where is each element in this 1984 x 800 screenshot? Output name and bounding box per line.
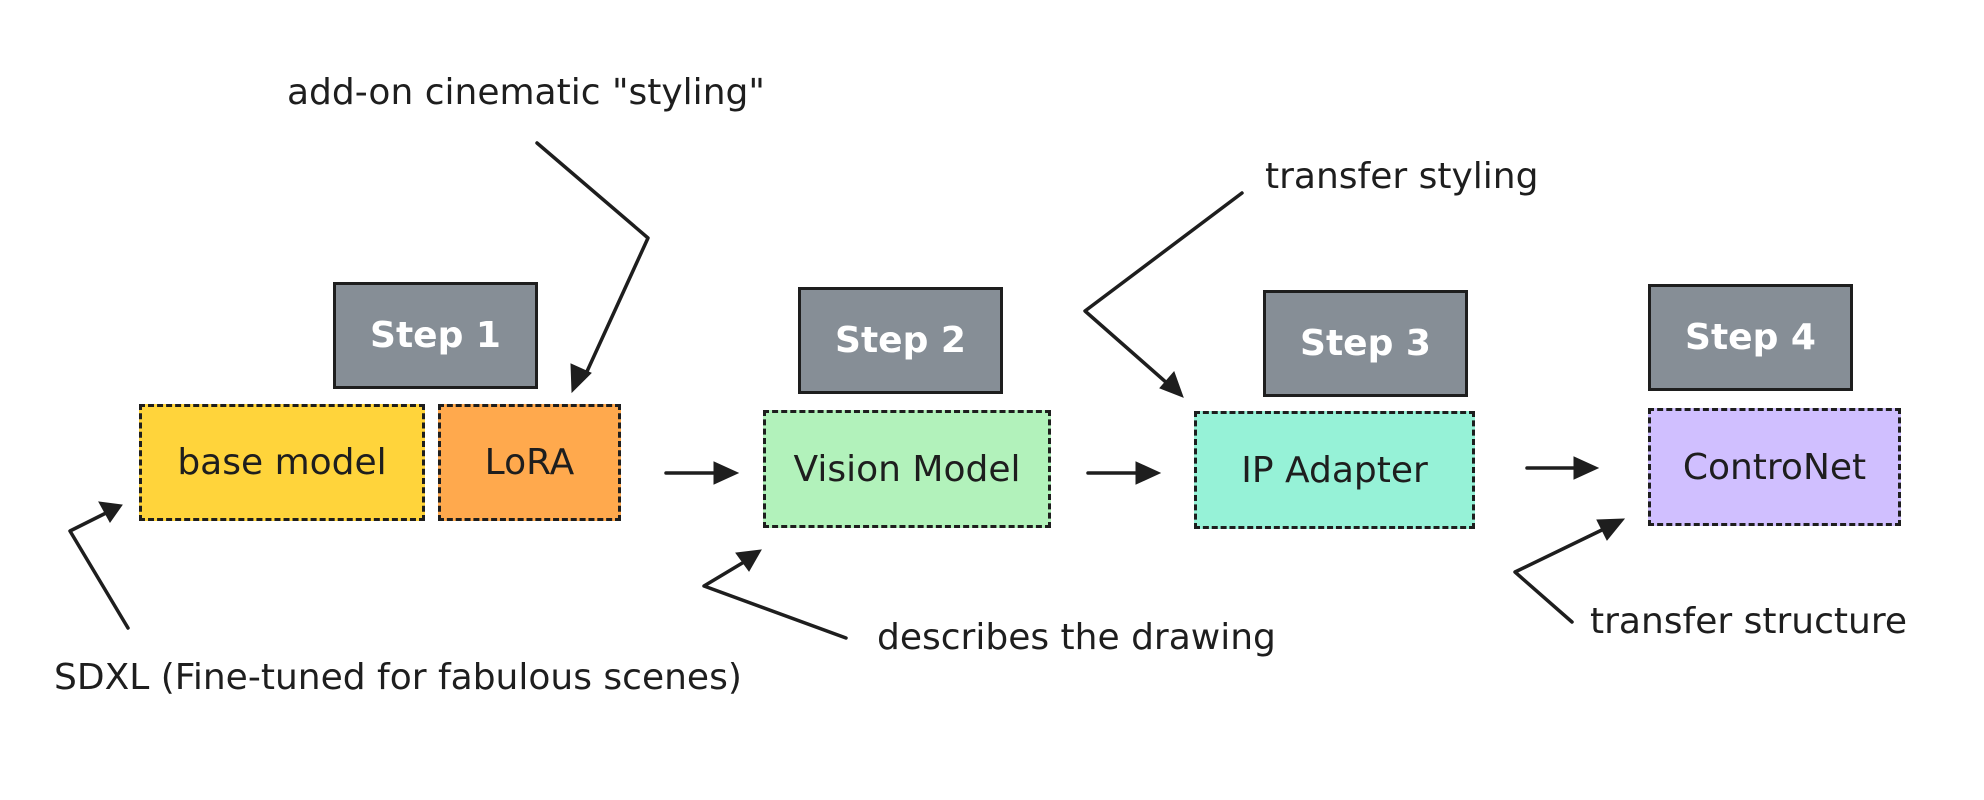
contronet-annotation: transfer structure [1590, 601, 1907, 642]
contronet-annotation-arrow [1513, 518, 1626, 624]
vision-annotation-arrow [702, 549, 848, 640]
lora-annotation-arrow [535, 141, 650, 394]
step-4-label: Step 4 [1648, 284, 1853, 391]
base-model-box: base model [139, 404, 425, 521]
ip-adapter-annotation-arrow [1083, 191, 1244, 398]
ip-adapter-box: IP Adapter [1194, 411, 1475, 529]
contronet-box: ControNet [1648, 408, 1901, 526]
step-2-label: Step 2 [798, 287, 1003, 394]
step-3-label: Step 3 [1263, 290, 1468, 397]
lora-annotation: add-on cinematic "styling" [287, 72, 765, 113]
sdxl-annotation-arrow [68, 501, 130, 630]
flow-arrow-2 [1086, 461, 1162, 485]
sdxl-annotation: SDXL (Fine-tuned for fabulous scenes) [54, 657, 742, 698]
flow-arrow-1 [664, 461, 740, 485]
step-1-label: Step 1 [333, 282, 538, 389]
ip-adapter-annotation: transfer styling [1265, 156, 1539, 197]
lora-box: LoRA [438, 404, 621, 521]
vision-model-box: Vision Model [763, 410, 1051, 528]
flow-arrow-3 [1525, 456, 1600, 480]
vision-annotation: describes the drawing [877, 617, 1276, 658]
